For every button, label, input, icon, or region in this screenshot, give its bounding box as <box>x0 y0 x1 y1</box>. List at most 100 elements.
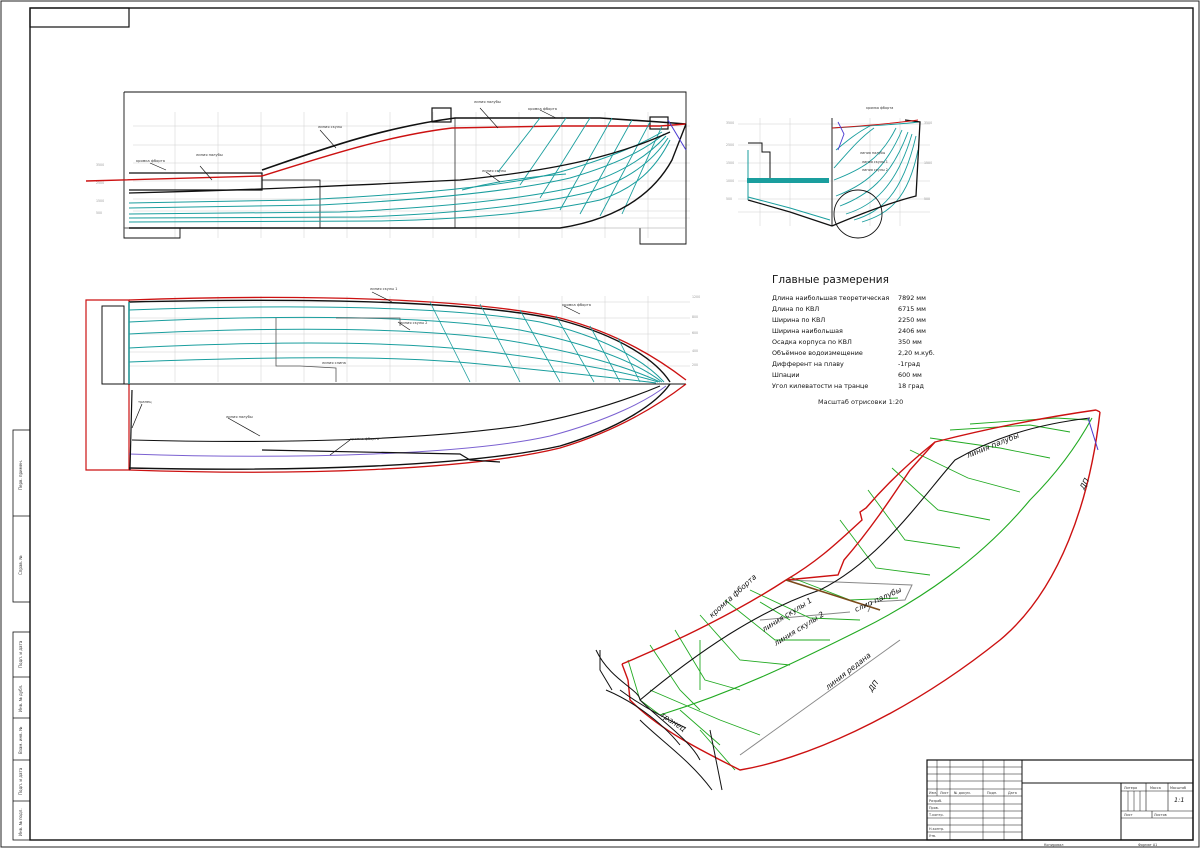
tb-col-date: Дата <box>1008 791 1017 795</box>
dimension-row: Длина по КВЛ 6715 мм <box>772 304 972 315</box>
inner-border <box>29 7 1194 841</box>
tb-letter-header: Литера <box>1124 786 1137 790</box>
svg-text:1500: 1500 <box>726 161 734 165</box>
tb-person: Разраб. <box>929 799 942 803</box>
plan-view: линия скулы 1 кромка фборта линия скулы … <box>85 287 700 473</box>
svg-text:кромка фборта: кромка фборта <box>866 106 893 110</box>
side-strip-label: Перв. примен. <box>18 460 23 490</box>
dimension-value: 600 мм <box>898 371 922 379</box>
dimension-label: Ширина по КВЛ <box>772 316 826 324</box>
dimension-value: 350 мм <box>898 338 922 346</box>
side-strip-label: Инв. № дубл. <box>18 685 23 712</box>
svg-text:500: 500 <box>726 197 732 201</box>
iso-label-redan: линия редана <box>823 650 873 692</box>
title-block <box>926 759 1194 841</box>
svg-text:транец: транец <box>138 400 152 404</box>
dimension-label: Угол килеватости на транце <box>772 382 869 390</box>
side-strip-label: Подп. и дата <box>18 767 23 795</box>
svg-text:2500: 2500 <box>726 143 734 147</box>
svg-text:кромка фборта: кромка фборта <box>136 159 165 163</box>
body-plan-view: кромка фборта линия палубы линия скулы 1… <box>726 106 932 239</box>
dimension-value: 2,20 м.куб. <box>898 349 935 357</box>
svg-text:800: 800 <box>692 315 698 319</box>
dimension-value: 6715 мм <box>898 305 926 313</box>
svg-text:линия скулы 2: линия скулы 2 <box>862 168 888 172</box>
dimension-value: 2406 мм <box>898 327 926 335</box>
iso-label-dp-bottom: ДП <box>866 678 881 694</box>
svg-text:линия слипа: линия слипа <box>322 361 346 365</box>
dimension-label: Шпации <box>772 371 800 379</box>
dimension-row: Ширина по КВЛ 2250 мм <box>772 315 972 326</box>
dimension-row: Шпации 600 мм <box>772 370 972 381</box>
dimension-row: Дифферент на плаву -1град <box>772 359 972 370</box>
profile-grid <box>133 112 690 238</box>
dimension-value: 7892 мм <box>898 294 926 302</box>
tb-scale-header: Масштаб <box>1170 786 1186 790</box>
iso-label-dp-top: ДП <box>1077 476 1091 492</box>
svg-text:линия палубы: линия палубы <box>860 151 885 155</box>
dimension-value: 18 град <box>898 382 924 390</box>
dimension-value: 2250 мм <box>898 316 926 324</box>
svg-text:1500: 1500 <box>924 161 932 165</box>
isometric-hull-view: линия палубы ДП кромка фборта линия скул… <box>595 409 1101 791</box>
dimension-label: Осадка корпуса по КВЛ <box>772 338 852 346</box>
side-strip-label: Инв. № подл. <box>18 808 23 836</box>
dimension-value: -1град <box>898 360 921 368</box>
svg-text:линия скулы: линия скулы <box>482 169 506 173</box>
svg-text:линия скулы 1: линия скулы 1 <box>862 160 888 164</box>
side-strip-label: Взам. инв. № <box>18 727 23 754</box>
tb-col-sign: Подп. <box>987 791 997 795</box>
svg-text:500: 500 <box>924 197 930 201</box>
tb-sheets: Листов <box>1154 813 1167 817</box>
iso-label-sheer: кромка фборта <box>707 572 758 619</box>
svg-text:кромка фборта: кромка фборта <box>528 107 557 111</box>
tb-sheet: Лист <box>1124 813 1133 817</box>
tb-format: Формат A1 <box>1138 843 1157 847</box>
dimension-label: Длина по КВЛ <box>772 305 820 313</box>
main-dimensions-title: Главные размерения <box>772 274 889 286</box>
profile-view: кромка фборта линия палубы линия скулы л… <box>85 91 690 245</box>
main-dimensions: Главные размерения Длина наибольшая теор… <box>772 274 972 392</box>
tb-person: Пров. <box>929 806 939 810</box>
svg-text:1000: 1000 <box>726 179 734 183</box>
dimension-row: Осадка корпуса по КВЛ 350 мм <box>772 337 972 348</box>
svg-text:1500: 1500 <box>96 199 104 203</box>
svg-text:кромка фборта: кромка фборта <box>350 437 379 441</box>
dimension-row: Ширина наибольшая 2406 мм <box>772 326 972 337</box>
side-strip-label: Справ. № <box>18 556 23 575</box>
svg-text:линия скулы 1: линия скулы 1 <box>370 287 397 291</box>
dimension-label: Дифферент на плаву <box>772 360 844 368</box>
svg-text:линия скулы 2: линия скулы 2 <box>400 321 427 325</box>
svg-text:200: 200 <box>692 363 698 367</box>
side-strip-label: Подп. и дата <box>18 640 23 668</box>
dimension-label: Ширина наибольшая <box>772 327 843 335</box>
tb-col-doc: № докум. <box>954 791 971 795</box>
side-strip <box>12 429 31 841</box>
tb-person: Н.контр. <box>929 827 944 831</box>
iso-label-deck-line: линия палубы <box>964 431 1020 461</box>
svg-text:400: 400 <box>692 349 698 353</box>
dimension-row: Угол килеватости на транце 18 град <box>772 381 972 392</box>
svg-text:3500: 3500 <box>924 121 932 125</box>
tb-mass-header: Масса <box>1150 786 1161 790</box>
tb-scale-value: 1:1 <box>1174 796 1184 804</box>
tb-copied: Копировал <box>1044 843 1063 847</box>
svg-text:кромка фборта: кромка фборта <box>562 303 591 307</box>
svg-text:линия палубы: линия палубы <box>196 153 223 157</box>
svg-text:600: 600 <box>692 331 698 335</box>
svg-text:500: 500 <box>96 211 102 215</box>
svg-text:линия палубы: линия палубы <box>226 415 253 419</box>
svg-text:линия палубы: линия палубы <box>474 100 501 104</box>
scale-note: Масштаб отрисовки 1:20 <box>818 398 904 406</box>
svg-text:линия скулы: линия скулы <box>318 125 342 129</box>
svg-text:3500: 3500 <box>96 163 104 167</box>
svg-text:1200: 1200 <box>692 295 700 299</box>
svg-text:3500: 3500 <box>726 121 734 125</box>
tb-col-list: Лист <box>940 791 949 795</box>
tb-person: Т.контр. <box>928 813 944 817</box>
